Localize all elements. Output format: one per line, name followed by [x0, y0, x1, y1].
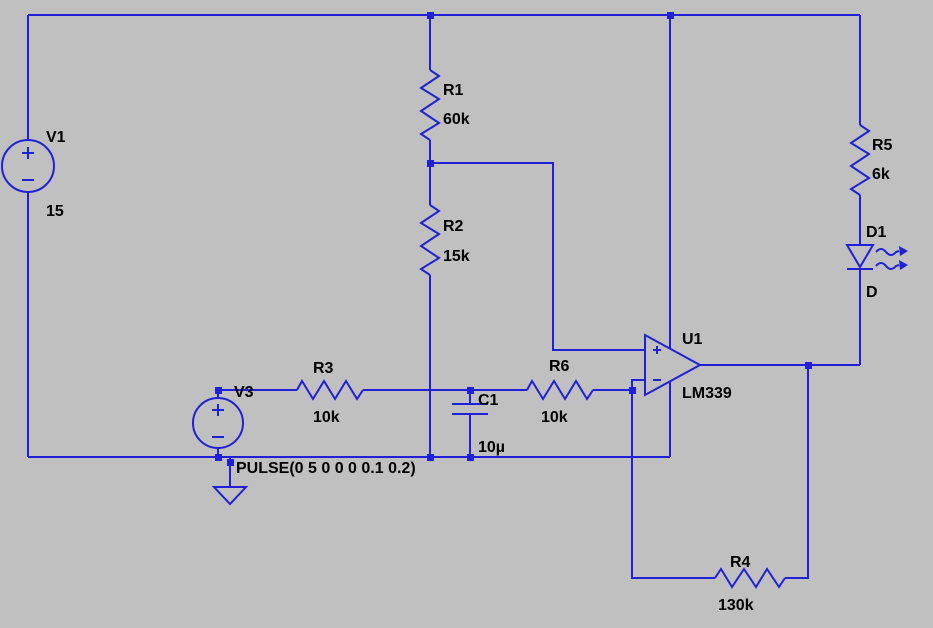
led-light-arrow	[875, 248, 900, 256]
noninverting-input-mark	[653, 346, 661, 354]
component-value[interactable]: 15k	[443, 248, 470, 265]
comparator-u1[interactable]: U1 LM339	[644, 331, 732, 402]
component-designator[interactable]: V3	[234, 384, 254, 401]
led-d1[interactable]: D1 D	[845, 224, 908, 301]
component-value[interactable]: 10k	[541, 409, 568, 426]
junction-dot	[227, 459, 234, 466]
ground-symbol[interactable]	[211, 486, 249, 506]
component-value[interactable]: PULSE(0 5 0 0 0 0.1 0.2)	[236, 460, 416, 477]
capacitor-symbol[interactable]	[452, 403, 488, 415]
component-designator[interactable]: C1	[478, 392, 499, 409]
component-designator[interactable]: V1	[46, 129, 66, 146]
resistor-r3[interactable]: R3 10k	[296, 360, 364, 426]
junction-dots	[215, 12, 812, 466]
junction-dot	[427, 12, 434, 19]
plus-mark	[22, 147, 34, 159]
resistor-symbol[interactable]	[849, 124, 871, 196]
component-designator[interactable]: R6	[549, 358, 570, 375]
junction-dot	[215, 387, 222, 394]
component-designator[interactable]: R4	[730, 554, 751, 571]
resistor-symbol[interactable]	[296, 379, 364, 401]
component-value[interactable]: 6k	[872, 166, 890, 183]
wire-net[interactable]	[27, 14, 861, 579]
resistor-symbol[interactable]	[419, 69, 441, 141]
component-designator[interactable]: R5	[872, 137, 893, 154]
component-value[interactable]: 130k	[718, 597, 754, 614]
plus-mark	[212, 404, 224, 416]
resistor-r6[interactable]: R6 10k	[526, 358, 594, 426]
component-value[interactable]: LM339	[682, 385, 732, 402]
opamp-triangle[interactable]	[644, 333, 703, 397]
component-designator[interactable]: U1	[682, 331, 703, 348]
voltage-source-symbol[interactable]	[192, 397, 244, 449]
led-light-arrowhead	[899, 260, 908, 270]
component-value[interactable]: 15	[46, 203, 64, 220]
component-designator[interactable]: D1	[866, 224, 887, 241]
led-light-arrow	[875, 262, 900, 270]
component-designator[interactable]: R3	[313, 360, 334, 377]
resistor-symbol[interactable]	[526, 379, 594, 401]
capacitor-c1[interactable]: C1 10µ	[452, 392, 505, 456]
resistor-r5[interactable]: R5 6k	[849, 124, 893, 196]
voltage-source-symbol[interactable]	[1, 139, 55, 193]
component-value[interactable]: 60k	[443, 111, 470, 128]
component-designator[interactable]: R2	[443, 218, 464, 235]
component-value[interactable]: 10k	[313, 409, 340, 426]
resistor-r1[interactable]: R1 60k	[419, 69, 470, 141]
resistor-symbol[interactable]	[419, 204, 441, 276]
ground-triangle[interactable]	[211, 486, 249, 506]
resistor-r2[interactable]: R2 15k	[419, 204, 470, 276]
led-light-arrowhead	[899, 246, 908, 256]
junction-dot	[215, 454, 222, 461]
resistor-r4[interactable]: R4 130k	[714, 554, 786, 614]
diode-triangle[interactable]	[845, 244, 875, 269]
junction-dot	[805, 362, 812, 369]
junction-dot	[667, 12, 674, 19]
voltage-source-v1[interactable]: V1 15	[1, 129, 66, 220]
junction-dot	[427, 160, 434, 167]
junction-dot	[467, 454, 474, 461]
component-designator[interactable]: R1	[443, 82, 464, 99]
junction-dot	[629, 387, 636, 394]
voltage-source-v3[interactable]: V3 PULSE(0 5 0 0 0 0.1 0.2)	[192, 384, 416, 477]
component-value[interactable]: D	[866, 284, 878, 301]
junction-dot	[467, 387, 474, 394]
resistor-symbol[interactable]	[714, 567, 786, 589]
component-value[interactable]: 10µ	[478, 439, 505, 456]
junction-dot	[427, 454, 434, 461]
